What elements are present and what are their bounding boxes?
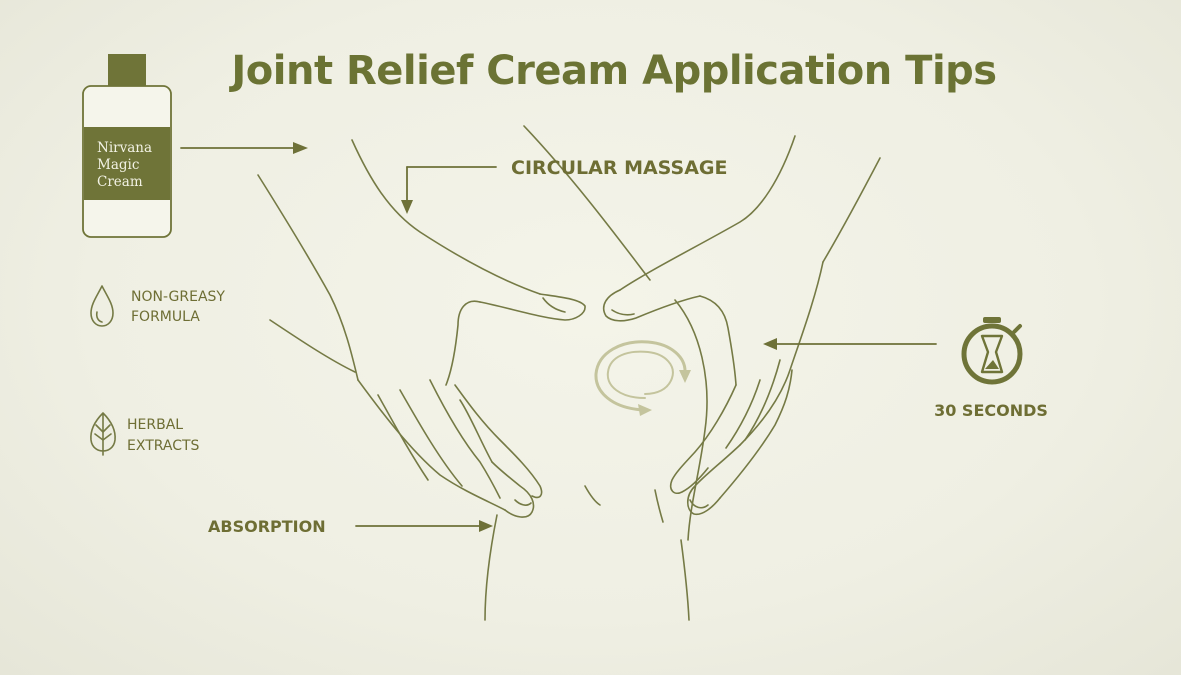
bottle-arrow — [180, 142, 308, 154]
feature-herbal: HERBAL EXTRACTS — [90, 412, 200, 456]
bottle-label-line-3: Cream — [97, 174, 143, 190]
timer-callout: 30 SECONDS — [763, 317, 1048, 420]
absorption-callout: ABSORPTION — [208, 517, 493, 536]
cream-bottle: Nirvana Magic Cream — [82, 54, 172, 238]
bottle-label-line-1: Nirvana — [97, 140, 152, 156]
circular-massage-label: CIRCULAR MASSAGE — [511, 157, 727, 179]
circular-massage-callout: CIRCULAR MASSAGE — [401, 157, 727, 214]
timer-label: 30 SECONDS — [934, 401, 1048, 420]
bottle-label — [84, 127, 170, 200]
hands-on-knee-illustration — [257, 125, 881, 621]
leaf-icon — [90, 412, 116, 456]
feature-non-greasy: NON-GREASY FORMULA — [90, 285, 225, 327]
stopwatch-icon — [961, 317, 1023, 385]
feature-herbal-line-2: EXTRACTS — [127, 438, 200, 454]
bottle-cap — [108, 54, 146, 88]
absorption-label: ABSORPTION — [208, 517, 326, 536]
bottle-label-line-2: Magic — [97, 157, 139, 173]
circular-motion-icon — [594, 340, 691, 416]
feature-herbal-line-1: HERBAL — [127, 417, 183, 433]
droplet-icon — [90, 285, 114, 327]
page-title: Joint Relief Cream Application Tips — [228, 48, 996, 94]
feature-non-greasy-line-1: NON-GREASY — [131, 289, 225, 305]
feature-non-greasy-line-2: FORMULA — [131, 309, 200, 325]
